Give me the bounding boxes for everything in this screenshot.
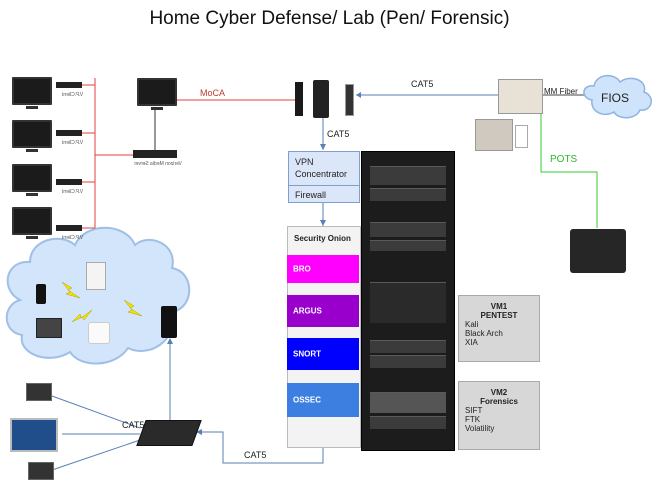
rack-unit	[370, 166, 446, 185]
rack-unit	[370, 355, 446, 368]
wifi-extender	[86, 262, 106, 290]
set-top-box	[56, 130, 82, 136]
network-switch	[136, 420, 202, 446]
set-top-box	[56, 225, 82, 231]
vpn-firewall: Firewall	[295, 190, 327, 200]
switch-to-laptop-2	[51, 439, 141, 471]
fios-label: FIOS	[601, 91, 630, 105]
cat5-so-switch	[196, 431, 324, 464]
module-bro-label: BRO	[293, 264, 311, 274]
client-label: V.P.Client	[62, 140, 84, 146]
set-top-box	[56, 82, 82, 88]
client-label: V.P.Client	[62, 189, 84, 195]
laptop-1	[26, 383, 52, 401]
vm1-title2: PENTEST	[480, 311, 518, 320]
tablet	[36, 318, 62, 338]
cat5-arrow-3	[320, 220, 326, 226]
media-server-label: Verizon Media Server	[134, 161, 182, 167]
imac	[10, 418, 58, 452]
vm2-title2: Forensics	[480, 397, 518, 406]
router	[295, 82, 303, 116]
tv-2	[12, 120, 52, 152]
rack-unit	[370, 340, 446, 353]
lightning-bolt-icon	[123, 299, 143, 317]
access-point	[161, 306, 177, 338]
lightning-bolt-icon	[71, 309, 93, 323]
cat5-label-top: CAT5	[411, 79, 434, 89]
vm2-item: SIFT	[465, 406, 483, 415]
rack-unit	[370, 392, 446, 413]
security-onion-title: Security Onion	[294, 234, 351, 243]
rack-unit	[370, 240, 446, 251]
vm1-item: Kali	[465, 320, 479, 329]
lightning-bolt-icon	[61, 281, 81, 299]
moca-label: MoCA	[200, 88, 226, 98]
pots-line	[540, 112, 598, 228]
phone-jack	[515, 125, 528, 148]
cat5-arrow-5	[167, 338, 173, 344]
switch-to-laptop-1	[51, 395, 141, 429]
rack-unit	[370, 416, 446, 429]
cat5-arrow-1	[356, 92, 361, 98]
set-top-box	[56, 179, 82, 185]
rack-unit	[370, 282, 446, 323]
vm1-item: Black Arch	[465, 329, 503, 338]
module-ossec: OSSEC	[287, 383, 359, 417]
wall-panel	[475, 119, 513, 151]
vpn-divider	[288, 185, 359, 186]
diagram-title: Home Cyber Defense/ Lab (Pen/ Forensic)	[149, 8, 510, 29]
cat5-label-switch: CAT5	[122, 420, 145, 430]
cat5-arrow-2	[320, 144, 326, 150]
ont-device	[313, 80, 329, 118]
vm2-item: Volatility	[465, 424, 495, 433]
cat5-arrow-4	[196, 429, 202, 435]
server-rack	[361, 151, 455, 451]
tv-1	[12, 77, 52, 109]
vpn-line2: Concentrator	[295, 169, 348, 179]
vpn-concentrator: VPN Concentrator Firewall	[288, 151, 360, 203]
vm1-box: VM1 PENTEST Kali Black Arch XIA	[458, 295, 540, 362]
vm2-title1: VM2	[490, 388, 508, 397]
fiber-ont	[498, 79, 543, 114]
client-label: V.P.Client	[62, 235, 84, 241]
module-argus-label: ARGUS	[293, 306, 322, 316]
vm1-title1: VM1	[490, 302, 508, 311]
cat5-label-bottom: CAT5	[244, 450, 267, 460]
module-snort: SNORT	[287, 338, 359, 370]
client-label: V.P.Client	[62, 92, 84, 98]
laptop-2	[28, 462, 54, 480]
modem	[345, 84, 354, 116]
media-server-tv	[137, 78, 177, 110]
media-server-box	[133, 150, 177, 158]
tv-3	[12, 164, 52, 196]
vm1-item: XIA	[465, 338, 478, 347]
vpn-line1: VPN	[295, 157, 314, 167]
phone	[36, 284, 46, 304]
pots-label: POTS	[550, 154, 578, 165]
vm2-item: FTK	[465, 415, 481, 424]
module-snort-label: SNORT	[293, 349, 321, 359]
fios-cloud	[583, 74, 652, 119]
rack-unit	[370, 222, 446, 237]
smart-home-hub	[88, 322, 110, 344]
vm2-box: VM2 Forensics SIFT FTK Volatility	[458, 381, 540, 450]
mm-fiber-label: MM Fiber	[544, 87, 578, 96]
tv-4	[12, 207, 52, 239]
module-ossec-label: OSSEC	[293, 395, 322, 405]
rack-unit	[370, 188, 446, 201]
cat5-label-mid: CAT5	[327, 129, 350, 139]
printer	[570, 229, 626, 273]
module-bro: BRO	[287, 255, 359, 283]
module-argus: ARGUS	[287, 295, 359, 327]
